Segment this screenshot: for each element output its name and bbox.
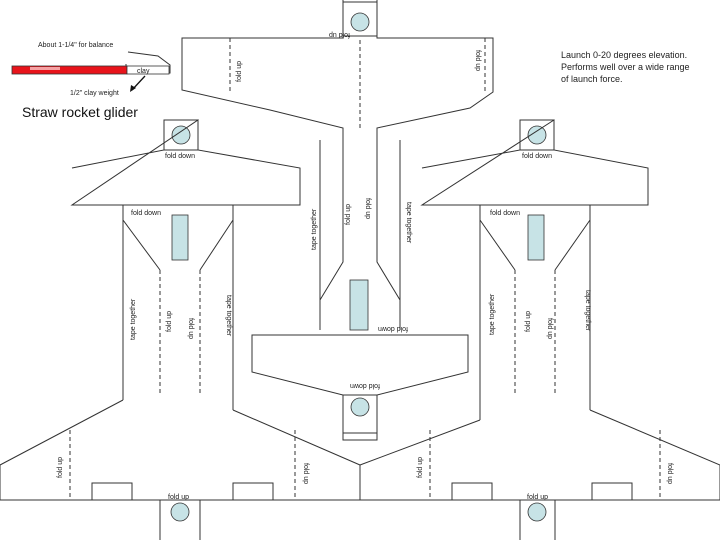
svg-text:fold up: fold up — [168, 494, 189, 501]
svg-text:fold up: fold up — [666, 463, 673, 484]
bottom-right-glider: fold up fold up fold up — [359, 409, 720, 540]
svg-text:clay: clay — [137, 68, 150, 75]
center-glider: fold down fold down — [251, 325, 469, 441]
clay-weight-circle-icon — [170, 502, 190, 522]
top-glider: fold up fold up fold up — [181, 0, 494, 240]
bottom-left-glider: fold up fold up fold up — [0, 399, 361, 540]
svg-text:fold up: fold up — [546, 318, 553, 339]
svg-text:fold up: fold up — [417, 457, 424, 478]
svg-text:tape together: tape together — [130, 298, 137, 340]
center-fuselage: tape together fold up fold up tape toget… — [311, 135, 412, 331]
balance-illustration: About 1-1/4" for balance clay 1/2" clay … — [11, 42, 171, 97]
svg-text:fold up: fold up — [527, 494, 548, 501]
clay-weight-circle-icon — [350, 12, 370, 32]
svg-text:fold down: fold down — [522, 153, 552, 160]
svg-text:tape together: tape together — [584, 290, 591, 332]
clay-weight-circle-icon — [350, 397, 370, 417]
svg-text:fold down: fold down — [490, 210, 520, 217]
svg-text:fold up: fold up — [187, 318, 194, 339]
fold-up-label: fold up — [236, 61, 243, 82]
fold-up-label: fold up — [329, 31, 350, 38]
clay-weight-note: 1/2" clay weight — [70, 90, 119, 97]
svg-text:fold up: fold up — [302, 463, 309, 484]
ballast-strip-icon — [349, 279, 369, 331]
left-glider: fold down fold down tape together fold u… — [70, 119, 301, 410]
ballast-strip-icon — [527, 214, 545, 261]
svg-text:Performs well over a wide rang: Performs well over a wide range — [561, 62, 690, 72]
launch-note: Launch 0-20 degrees elevation. Performs … — [561, 50, 690, 84]
svg-text:fold up: fold up — [166, 311, 173, 332]
ballast-strip-icon — [171, 214, 189, 261]
clay-weight-circle-icon — [527, 125, 547, 145]
svg-text:Launch 0-20 degrees elevation.: Launch 0-20 degrees elevation. — [561, 50, 687, 60]
svg-text:fold up: fold up — [525, 311, 532, 332]
svg-text:tape together: tape together — [489, 293, 496, 335]
clay-weight-circle-icon — [171, 125, 191, 145]
fold-up-label: fold up — [474, 50, 481, 71]
svg-text:tape together: tape together — [405, 202, 412, 244]
arrow-icon — [130, 85, 136, 92]
svg-text:fold down: fold down — [378, 325, 408, 332]
balance-note: About 1-1/4" for balance — [38, 42, 113, 49]
clay-weight-circle-icon — [527, 502, 547, 522]
page-title: Straw rocket glider — [22, 104, 138, 120]
svg-text:fold up: fold up — [364, 198, 371, 219]
svg-text:fold up: fold up — [57, 457, 64, 478]
svg-text:fold down: fold down — [165, 153, 195, 160]
right-glider: fold down fold down tape together fold u… — [420, 119, 649, 420]
svg-text:fold down: fold down — [131, 210, 161, 217]
svg-text:fold down: fold down — [350, 382, 380, 389]
svg-text:tape together: tape together — [311, 208, 318, 250]
svg-text:tape together: tape together — [225, 295, 232, 337]
svg-text:of launch force.: of launch force. — [561, 74, 623, 84]
straw-icon — [11, 65, 128, 75]
svg-text:fold up: fold up — [345, 204, 352, 225]
